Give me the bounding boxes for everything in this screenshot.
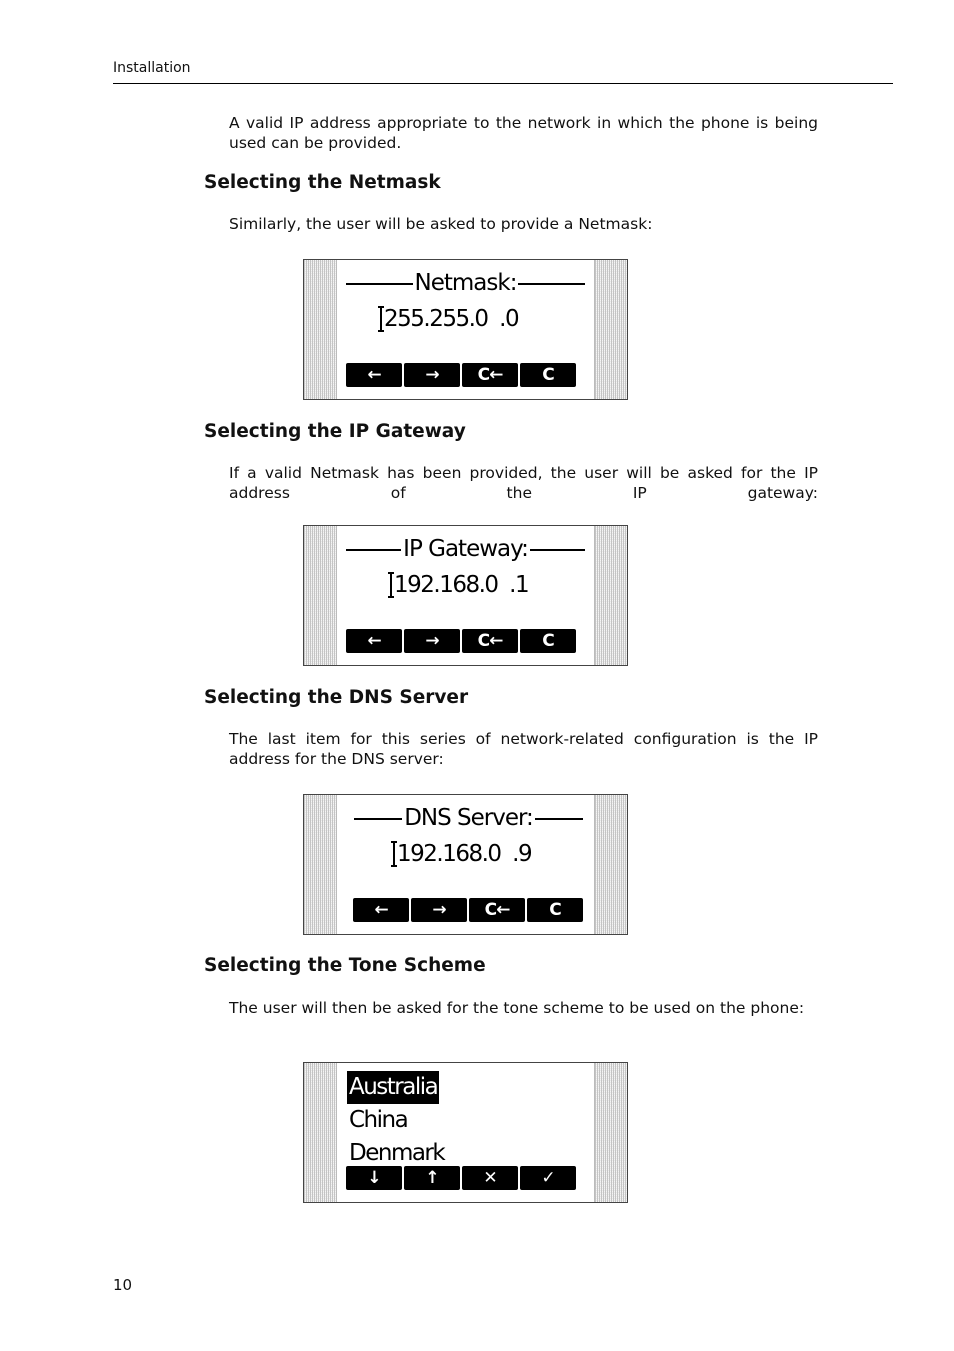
dns-screen-title: DNS Server: xyxy=(352,805,585,831)
title-rule-right xyxy=(529,549,585,551)
screen-bezel-right xyxy=(594,795,627,934)
gateway-value: 192.168.0 .1 xyxy=(394,572,530,598)
dns-softkeys: ← → C← C xyxy=(353,898,583,922)
tone-screen: Australia China Denmark ↓ ↑ ✕ ✓ xyxy=(303,1062,628,1203)
dns-value: 192.168.0 .9 xyxy=(397,841,533,867)
screen-bezel-left xyxy=(304,260,337,399)
netmask-title-text: Netmask: xyxy=(414,270,518,296)
backspace-softkey[interactable]: C← xyxy=(469,898,525,922)
title-rule-right xyxy=(518,283,585,285)
netmask-screen: Netmask: 255.255.0 .0 ← → C← C xyxy=(303,259,628,400)
title-rule-left xyxy=(346,283,413,285)
cancel-softkey[interactable]: ✕ xyxy=(462,1166,518,1190)
netmask-heading: Selecting the Netmask xyxy=(204,172,441,193)
backspace-softkey[interactable]: C← xyxy=(462,363,518,387)
down-arrow-softkey[interactable]: ↓ xyxy=(346,1166,402,1190)
text-cursor-icon xyxy=(391,841,397,867)
screen-bezel-right xyxy=(594,526,627,665)
gateway-screen-title: IP Gateway: xyxy=(344,536,587,562)
screen-bezel-right xyxy=(594,1063,627,1202)
confirm-softkey[interactable]: ✓ xyxy=(520,1166,576,1190)
clear-softkey[interactable]: C xyxy=(527,898,583,922)
gateway-heading: Selecting the IP Gateway xyxy=(204,421,466,442)
dns-paragraph: The last item for this series of network… xyxy=(229,730,818,768)
screen-bezel-left xyxy=(304,1063,337,1202)
clear-softkey[interactable]: C xyxy=(520,363,576,387)
left-arrow-softkey[interactable]: ← xyxy=(346,363,402,387)
tone-softkeys: ↓ ↑ ✕ ✓ xyxy=(346,1166,576,1190)
title-rule-left xyxy=(354,818,403,820)
screen-bezel-left xyxy=(304,526,337,665)
tone-heading: Selecting the Tone Scheme xyxy=(204,955,486,976)
left-arrow-softkey[interactable]: ← xyxy=(353,898,409,922)
netmask-value: 255.255.0 .0 xyxy=(384,306,520,332)
page-number: 10 xyxy=(113,1276,133,1294)
dns-screen: DNS Server: 192.168.0 .9 ← → C← C xyxy=(303,794,628,935)
left-arrow-softkey[interactable]: ← xyxy=(346,629,402,653)
up-arrow-softkey[interactable]: ↑ xyxy=(404,1166,460,1190)
clear-softkey[interactable]: C xyxy=(520,629,576,653)
dns-heading: Selecting the DNS Server xyxy=(204,687,469,708)
right-arrow-softkey[interactable]: → xyxy=(404,629,460,653)
backspace-softkey[interactable]: C← xyxy=(462,629,518,653)
right-arrow-softkey[interactable]: → xyxy=(411,898,467,922)
tone-option-denmark[interactable]: Denmark xyxy=(349,1140,446,1166)
gateway-softkeys: ← → C← C xyxy=(346,629,576,653)
tone-paragraph: The user will then be asked for the tone… xyxy=(229,999,805,1017)
text-cursor-icon xyxy=(388,572,394,598)
intro-paragraph: A valid IP address appropriate to the ne… xyxy=(229,114,818,152)
gateway-title-text: IP Gateway: xyxy=(403,536,529,562)
gateway-value-field[interactable]: 192.168.0 .1 xyxy=(388,572,530,598)
tone-scheme-list: Australia China Denmark xyxy=(347,1071,446,1170)
right-arrow-softkey[interactable]: → xyxy=(404,363,460,387)
text-cursor-icon xyxy=(378,306,384,332)
title-rule-left xyxy=(346,549,402,551)
dns-value-field[interactable]: 192.168.0 .9 xyxy=(391,841,533,867)
running-header: Installation xyxy=(113,60,191,76)
netmask-paragraph: Similarly, the user will be asked to pro… xyxy=(229,215,653,233)
tone-option-australia[interactable]: Australia xyxy=(347,1071,440,1104)
title-rule-right xyxy=(534,818,584,820)
netmask-screen-title: Netmask: xyxy=(344,270,587,296)
dns-title-text: DNS Server: xyxy=(404,805,534,831)
gateway-paragraph: If a valid Netmask has been provided, th… xyxy=(229,464,818,502)
netmask-softkeys: ← → C← C xyxy=(346,363,576,387)
header-rule xyxy=(113,83,893,84)
screen-bezel-right xyxy=(594,260,627,399)
netmask-value-field[interactable]: 255.255.0 .0 xyxy=(378,306,520,332)
tone-option-china[interactable]: China xyxy=(349,1107,409,1133)
gateway-screen: IP Gateway: 192.168.0 .1 ← → C← C xyxy=(303,525,628,666)
screen-bezel-left xyxy=(304,795,337,934)
